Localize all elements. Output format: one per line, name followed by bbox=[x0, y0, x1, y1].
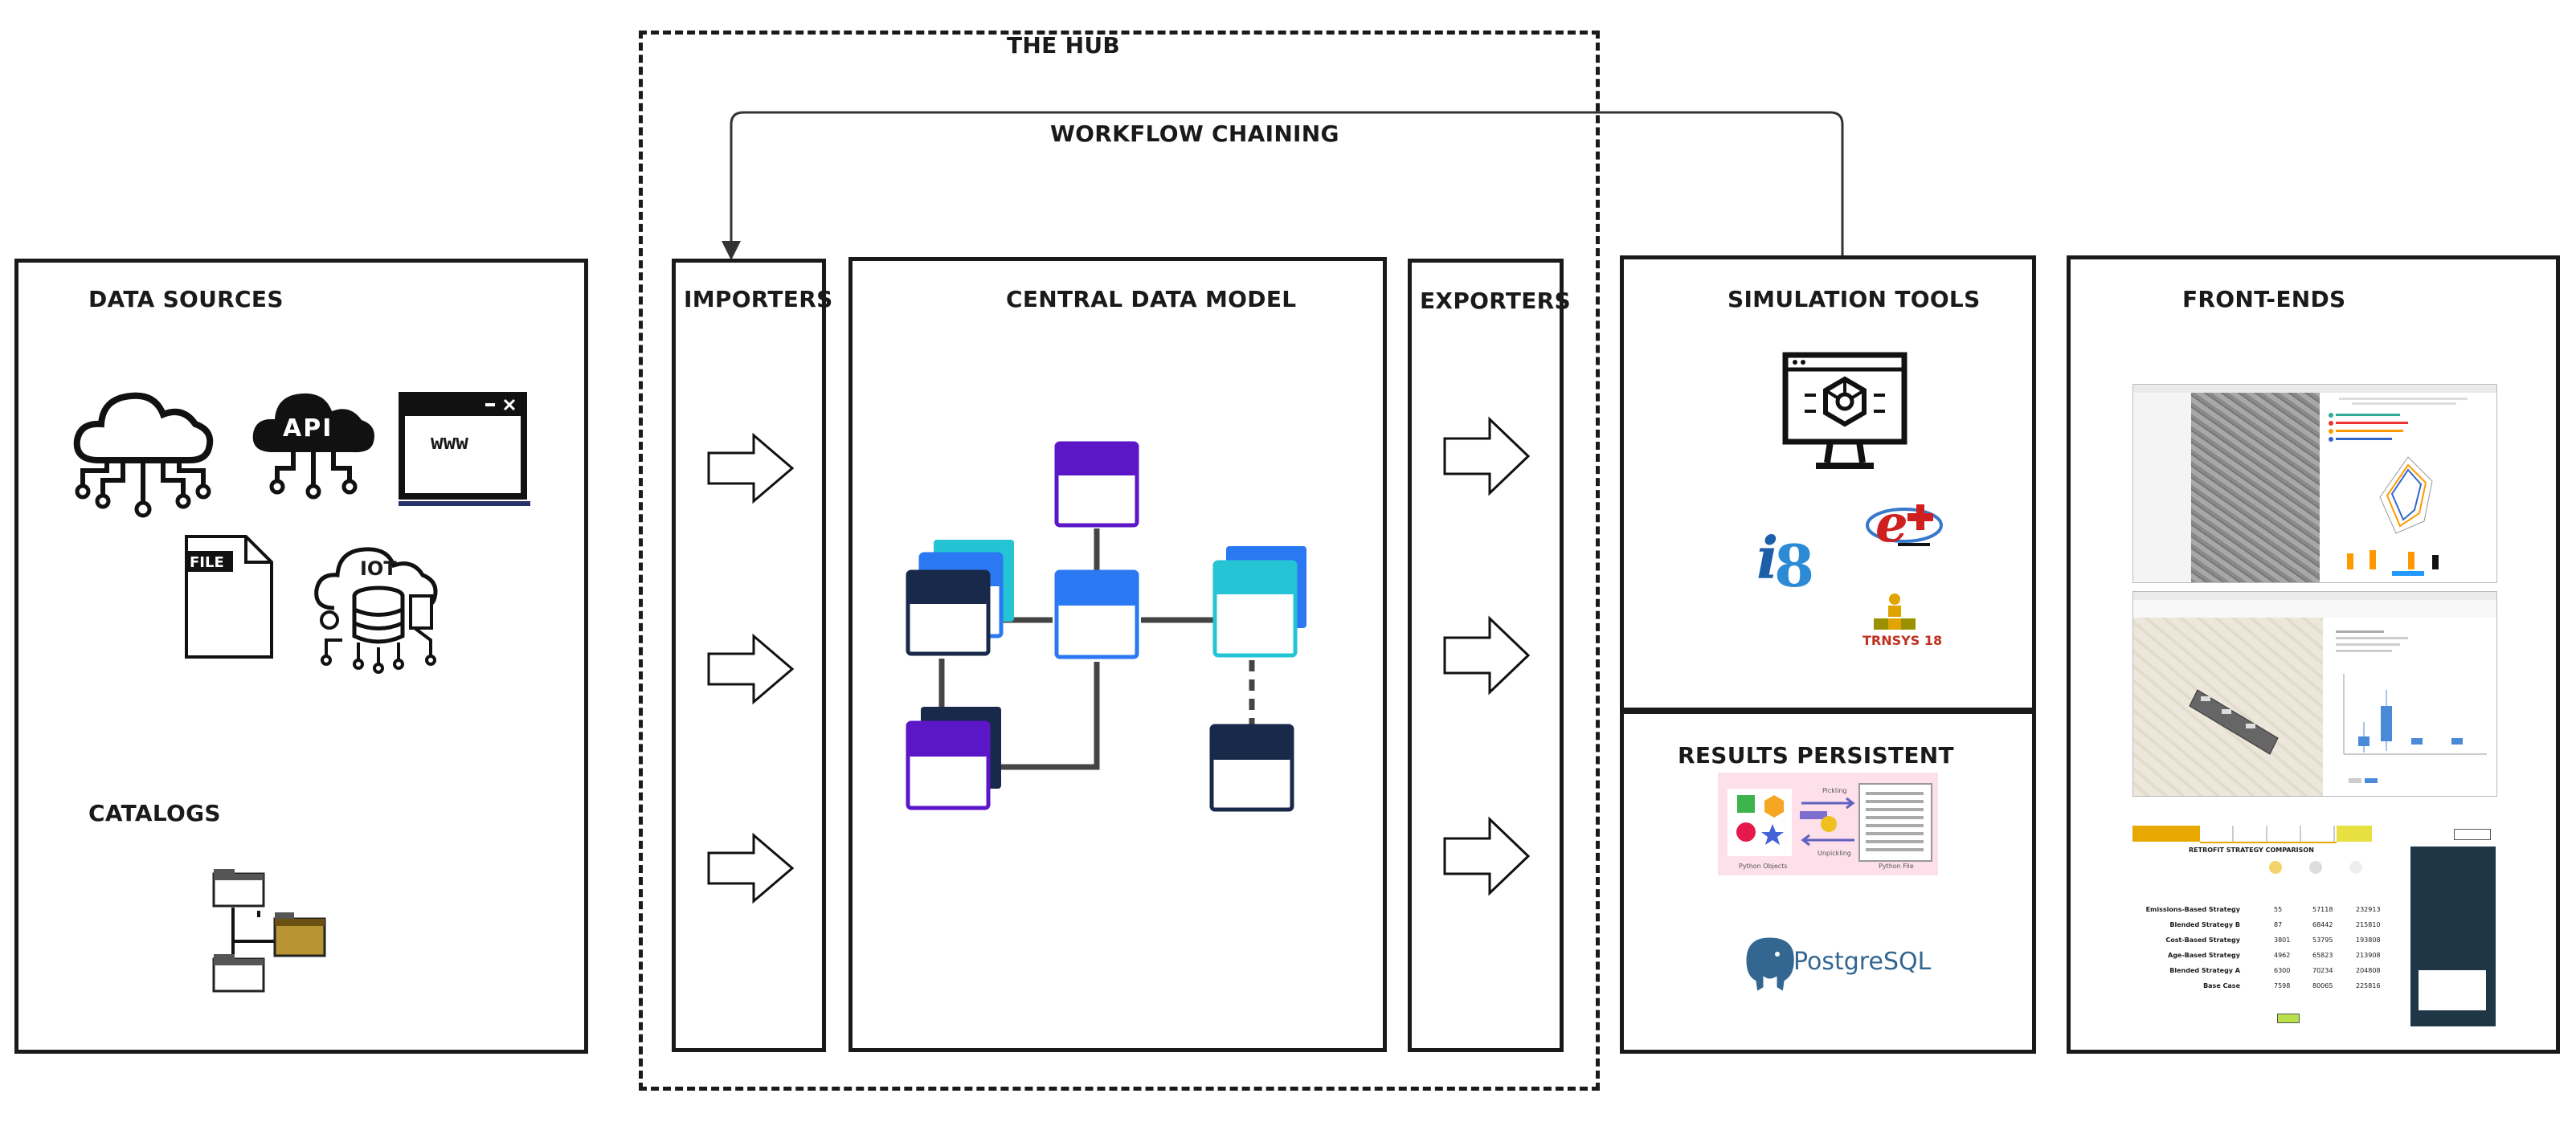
strategy-button[interactable] bbox=[2277, 1014, 2300, 1023]
strategy-name-cell: Blended Strategy B bbox=[2169, 921, 2240, 928]
frontend-screenshot-map bbox=[2132, 591, 2497, 797]
frontend-screenshot-strategy: RETROFIT STRATEGY COMPARISON Emissions-B… bbox=[2132, 826, 2496, 1026]
strategy-name-cell: Blended Strategy A bbox=[2169, 967, 2240, 974]
strategy-value-c-cell: 193808 bbox=[2356, 936, 2381, 944]
postgresql-elephant-icon bbox=[1744, 935, 1797, 995]
import-arrow-icon bbox=[707, 832, 795, 904]
strategy-value-b-cell: 80065 bbox=[2312, 982, 2333, 989]
trnsys-logo-icon bbox=[1874, 594, 1916, 630]
simulation-tools-panel bbox=[1620, 255, 2036, 712]
strategy-table-row: Cost-Based Strategy 3801 53795 193808 bbox=[2132, 936, 2380, 951]
energyplus-logo-icon: e bbox=[1866, 494, 1943, 554]
strategy-value-b-cell: 70234 bbox=[2312, 967, 2333, 974]
entity-table-icon bbox=[1209, 724, 1294, 812]
strategy-value-a-cell: 55 bbox=[2274, 906, 2283, 913]
strategy-table-title: RETROFIT STRATEGY COMPARISON bbox=[2189, 847, 2314, 854]
results-persistent-panel bbox=[1620, 710, 2036, 1054]
strategy-value-b-cell: 65823 bbox=[2312, 952, 2333, 959]
postgresql-label: PostgreSQL bbox=[1793, 948, 1932, 976]
pickle-diagram-image: Pickling Unpickling Python Objects Pytho… bbox=[1718, 773, 1938, 875]
export-arrow-icon bbox=[1443, 816, 1531, 896]
strategy-name-cell: Age-Based Strategy bbox=[2168, 952, 2240, 959]
strategy-value-b-cell: 57118 bbox=[2312, 906, 2333, 913]
cloud-network-icon bbox=[73, 392, 214, 518]
strategy-table-row: Age-Based Strategy 4962 65823 213908 bbox=[2132, 952, 2381, 966]
hub-container bbox=[639, 31, 1600, 1091]
catalogs-title: CATALOGS bbox=[88, 800, 221, 826]
entity-table-icon bbox=[906, 707, 1001, 810]
simulation-monitor-icon bbox=[1782, 352, 1907, 469]
entity-table-icon bbox=[1212, 546, 1306, 658]
strategy-table-row: Blended Strategy B 87 68442 215810 bbox=[2132, 921, 2380, 936]
strategy-table-row: Blended Strategy A 6300 70234 204808 bbox=[2132, 967, 2380, 981]
export-arrow-icon bbox=[1443, 615, 1531, 696]
trnsys-label: TRNSYS 18 bbox=[1862, 633, 1943, 648]
strategy-value-c-cell: 225816 bbox=[2356, 982, 2381, 989]
ies-logo-icon: i 8 bbox=[1756, 524, 1814, 600]
strategy-name-cell: Cost-Based Strategy bbox=[2165, 936, 2240, 944]
simulation-tools-title: SIMULATION TOOLS bbox=[1728, 286, 1981, 312]
workflow-chaining-label: WORKFLOW CHAINING bbox=[1050, 120, 1339, 147]
strategy-value-a-cell: 87 bbox=[2274, 921, 2283, 928]
entity-table-icon bbox=[1054, 441, 1139, 528]
svg-text:i: i bbox=[1756, 524, 1778, 592]
api-cloud-icon bbox=[252, 393, 374, 500]
exporters-title: EXPORTERS bbox=[1420, 288, 1571, 314]
strategy-table-row: Emissions-Based Strategy 55 57118 232913 bbox=[2132, 906, 2381, 920]
importers-title: IMPORTERS bbox=[684, 286, 833, 312]
catalog-hierarchy-icon bbox=[212, 869, 326, 993]
file-label: FILE bbox=[190, 554, 224, 571]
strategy-value-a-cell: 7598 bbox=[2274, 982, 2291, 989]
iot-database-icon bbox=[314, 547, 438, 674]
export-arrow-icon bbox=[1443, 416, 1531, 496]
strategy-name-cell: Base Case bbox=[2203, 982, 2240, 989]
pickling-label: Pickling bbox=[1822, 787, 1847, 794]
strategy-value-a-cell: 3801 bbox=[2274, 936, 2291, 944]
python-objects-label: Python Objects bbox=[1739, 863, 1788, 870]
strategy-value-a-cell: 4962 bbox=[2274, 952, 2291, 959]
www-label: www bbox=[431, 430, 468, 455]
entity-table-icon bbox=[1054, 569, 1139, 659]
strategy-value-c-cell: 215810 bbox=[2356, 921, 2381, 928]
unpickling-label: Unpickling bbox=[1818, 850, 1851, 857]
import-arrow-icon bbox=[707, 633, 795, 705]
import-arrow-icon bbox=[707, 432, 795, 504]
central-data-model-title: CENTRAL DATA MODEL bbox=[1006, 286, 1297, 312]
strategy-value-c-cell: 232913 bbox=[2356, 906, 2381, 913]
entity-table-icon bbox=[906, 540, 1014, 656]
strategy-value-c-cell: 213908 bbox=[2356, 952, 2381, 959]
data-sources-title: DATA SOURCES bbox=[88, 286, 284, 312]
file-icon bbox=[185, 535, 273, 659]
api-label: API bbox=[283, 414, 333, 443]
frontend-screenshot-3d-city bbox=[2132, 384, 2497, 583]
strategy-value-b-cell: 68442 bbox=[2312, 921, 2333, 928]
strategy-table-row: Base Case 7598 80065 225816 bbox=[2132, 982, 2380, 997]
svg-text:8: 8 bbox=[1774, 532, 1814, 600]
iot-label: IOT bbox=[360, 557, 397, 580]
results-persistent-title: RESULTS PERSISTENT bbox=[1678, 742, 1954, 769]
hub-title: THE HUB bbox=[1007, 32, 1121, 59]
python-file-label: Python File bbox=[1879, 863, 1914, 870]
front-ends-title: FRONT-ENDS bbox=[2182, 286, 2346, 312]
strategy-name-cell: Emissions-Based Strategy bbox=[2145, 906, 2240, 913]
data-model-graph bbox=[906, 441, 1306, 812]
www-browser-icon bbox=[399, 392, 530, 506]
strategy-value-c-cell: 204808 bbox=[2356, 967, 2381, 974]
strategy-value-b-cell: 53795 bbox=[2312, 936, 2333, 944]
strategy-value-a-cell: 6300 bbox=[2274, 967, 2291, 974]
